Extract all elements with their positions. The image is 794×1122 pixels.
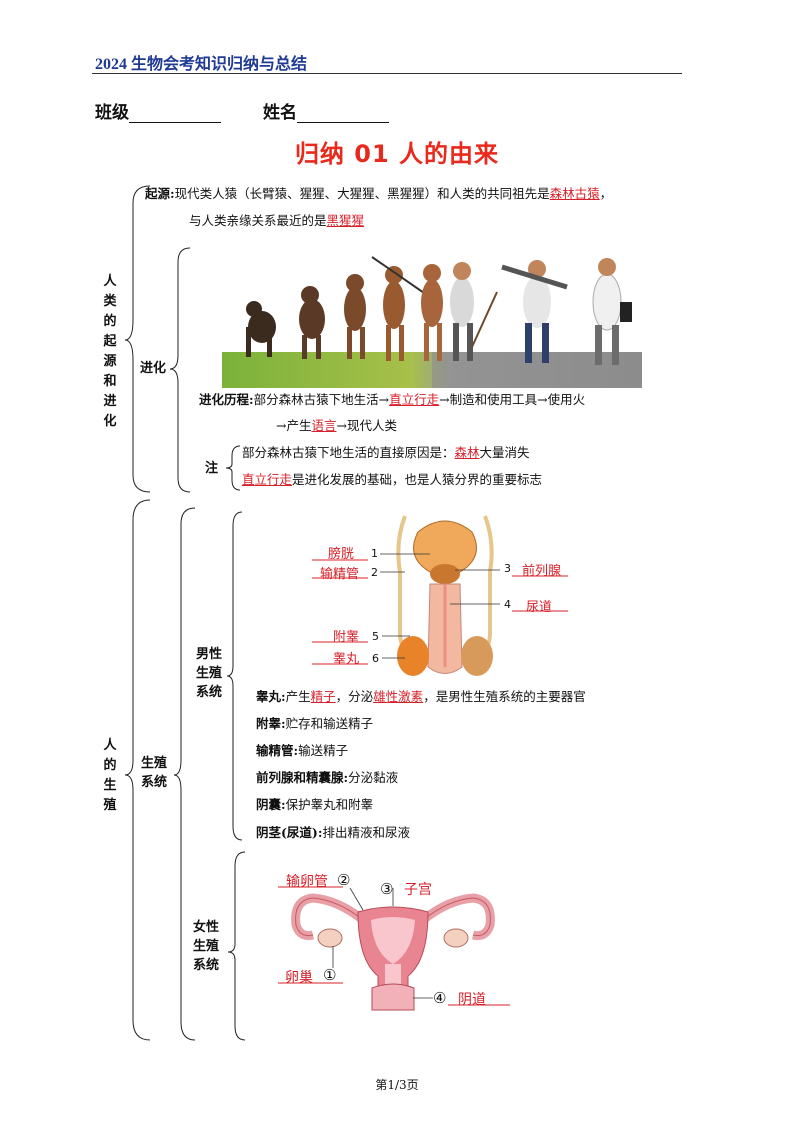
page-title: 归纳 01 人的由来 bbox=[294, 140, 500, 168]
section-reproduction-label: 人的生殖 bbox=[103, 738, 117, 813]
female-system-label: 女性生殖系统 bbox=[193, 920, 220, 973]
name-blank[interactable] bbox=[297, 107, 389, 123]
note-line-2: 直立行走是进化发展的基础，也是人猿分界的重要标志 bbox=[242, 471, 542, 489]
testis-highlight-1: 精子 bbox=[310, 689, 336, 704]
page-footer: 第1/3页 bbox=[375, 1078, 419, 1092]
male-label-bladder: 膀胱 bbox=[328, 547, 355, 562]
female-label-vagina: 阴道 bbox=[458, 992, 486, 1008]
male-reproductive-diagram bbox=[312, 515, 568, 676]
process2-pre: →产生 bbox=[276, 418, 312, 433]
male-vas-line: 输精管:输送精子 bbox=[256, 742, 348, 760]
process2-post: →现代人类 bbox=[336, 418, 397, 433]
penis-text: 排出精液和尿液 bbox=[322, 825, 410, 840]
scrotum-label: 阴囊: bbox=[256, 797, 286, 812]
reproductive-system-label: 生殖系统 bbox=[141, 756, 168, 790]
female-number-1: ① bbox=[323, 966, 337, 984]
note2-post: 是进化发展的基础，也是人猿分界的重要标志 bbox=[292, 472, 543, 487]
origin-line-2: 与人类亲缘关系最近的是黑猩猩 bbox=[189, 212, 364, 230]
origin-label: 起源: bbox=[145, 186, 175, 201]
vas-label: 输精管: bbox=[256, 743, 299, 758]
origin-line1-highlight: 森林古猿 bbox=[549, 186, 600, 201]
evolution-process-line-2: →产生语言→现代人类 bbox=[276, 417, 397, 435]
process-label: 进化历程: bbox=[199, 392, 254, 407]
evolution-process-line-1: 进化历程:部分森林古猿下地生活→直立行走→制造和使用工具→使用火 bbox=[199, 391, 585, 409]
process-highlight-1: 直立行走 bbox=[389, 392, 440, 407]
origin-line2-highlight: 黑猩猩 bbox=[326, 213, 365, 228]
penis-label: 阴茎(尿道): bbox=[256, 825, 323, 840]
origin-line1-pre: 现代类人猿（长臂猿、猩猩、大猩猩、黑猩猩）和人类的共同祖先是 bbox=[174, 186, 550, 201]
note-label: 注 bbox=[205, 461, 219, 476]
male-label-epididymis: 附睾 bbox=[333, 630, 360, 645]
male-label-prostate: 前列腺 bbox=[522, 564, 562, 579]
male-label-urethra: 尿道 bbox=[526, 600, 553, 615]
male-number-6: 6 bbox=[372, 652, 379, 665]
class-field: 班级 bbox=[95, 98, 221, 123]
male-number-2: 2 bbox=[371, 566, 378, 579]
origin-line2-pre: 与人类亲缘关系最近的是 bbox=[189, 213, 327, 228]
female-number-4: ④ bbox=[433, 989, 447, 1007]
evolution-illustration bbox=[222, 256, 642, 388]
female-number-3: ③ bbox=[380, 880, 394, 898]
male-testis-line: 睾丸:产生精子，分泌雄性激素，是男性生殖系统的主要器官 bbox=[256, 688, 586, 706]
note2-highlight: 直立行走 bbox=[242, 472, 293, 487]
male-label-vas-deferens: 输精管 bbox=[320, 567, 360, 582]
female-number-2: ② bbox=[337, 871, 351, 889]
origin-line1-post: ， bbox=[599, 186, 613, 201]
male-number-4: 4 bbox=[504, 598, 511, 611]
class-label: 班级 bbox=[95, 103, 129, 123]
process2-highlight: 语言 bbox=[311, 418, 337, 433]
testis-mid: ，分泌 bbox=[335, 689, 374, 704]
female-label-oviduct: 输卵管 bbox=[286, 874, 328, 890]
epididymis-text: 贮存和输送精子 bbox=[285, 716, 374, 731]
document-header: 2024 生物会考知识归纳与总结 bbox=[95, 56, 308, 73]
note1-pre: 部分森林古猿下地生活的直接原因是： bbox=[242, 445, 455, 460]
process-pre: 部分森林古猿下地生活→ bbox=[253, 392, 390, 407]
header-divider bbox=[92, 73, 682, 74]
name-field: 姓名 bbox=[263, 98, 389, 123]
note1-post: 大量消失 bbox=[479, 445, 530, 460]
male-penis-line: 阴茎(尿道):排出精液和尿液 bbox=[256, 824, 410, 842]
evolution-label: 进化 bbox=[140, 361, 167, 376]
female-label-ovary: 卵巢 bbox=[285, 970, 313, 986]
section-origin-label: 人类的起源和进化 bbox=[103, 274, 117, 429]
male-epididymis-line: 附睾:贮存和输送精子 bbox=[256, 715, 373, 733]
process-mid: →制造和使用工具→使用火 bbox=[439, 392, 586, 407]
testis-pre: 产生 bbox=[285, 689, 311, 704]
prostate-label: 前列腺和精囊腺: bbox=[256, 770, 349, 785]
class-blank[interactable] bbox=[129, 107, 221, 123]
epididymis-label: 附睾: bbox=[256, 716, 286, 731]
testis-post: ，是男性生殖系统的主要器官 bbox=[423, 689, 586, 704]
male-system-label: 男性生殖系统 bbox=[196, 647, 223, 700]
female-reproductive-diagram bbox=[278, 886, 510, 1011]
origin-line-1: 起源:现代类人猿（长臂猿、猩猩、大猩猩、黑猩猩）和人类的共同祖先是森林古猿， bbox=[145, 185, 612, 203]
male-number-3: 3 bbox=[504, 562, 511, 575]
female-label-uterus: 子宫 bbox=[404, 882, 432, 898]
name-label: 姓名 bbox=[263, 103, 297, 123]
note1-highlight: 森林 bbox=[454, 445, 480, 460]
male-label-testis: 睾丸 bbox=[333, 652, 360, 667]
male-number-5: 5 bbox=[372, 630, 379, 643]
scrotum-text: 保护睾丸和附睾 bbox=[285, 797, 374, 812]
note-line-1: 部分森林古猿下地生活的直接原因是：森林大量消失 bbox=[242, 444, 530, 462]
testis-highlight-2: 雄性激素 bbox=[373, 689, 424, 704]
male-scrotum-line: 阴囊:保护睾丸和附睾 bbox=[256, 796, 373, 814]
testis-label: 睾丸: bbox=[256, 689, 286, 704]
prostate-text: 分泌黏液 bbox=[348, 770, 399, 785]
male-prostate-line: 前列腺和精囊腺:分泌黏液 bbox=[256, 769, 398, 787]
male-number-1: 1 bbox=[371, 547, 378, 560]
vas-text: 输送精子 bbox=[298, 743, 349, 758]
